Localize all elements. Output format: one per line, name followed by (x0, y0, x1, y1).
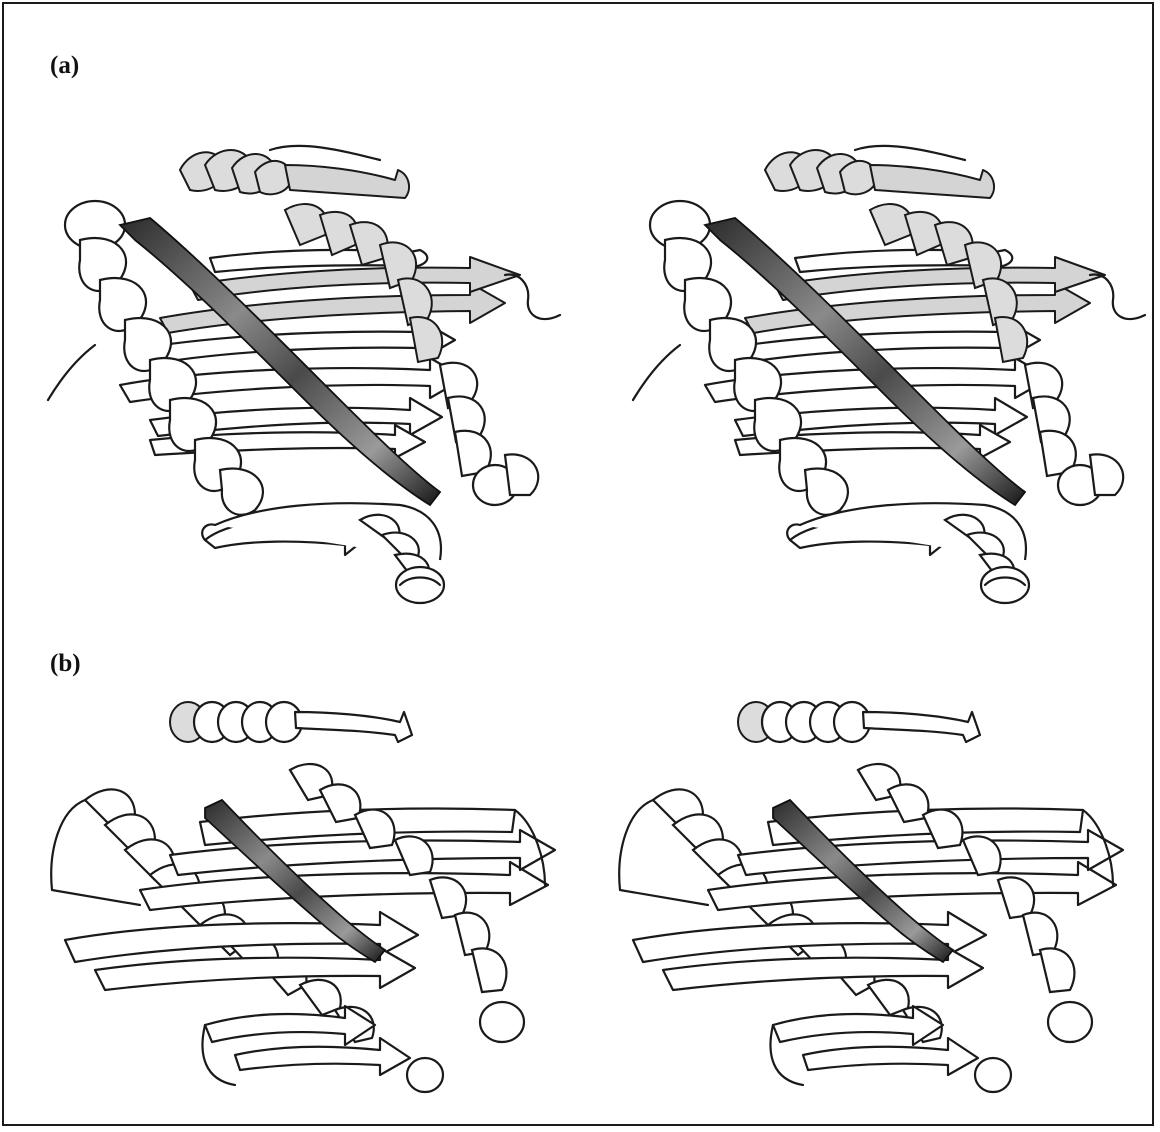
panel-b-left-view (51, 702, 555, 1092)
panel-a-left-view (48, 146, 560, 603)
panel-a-right-view (633, 146, 1145, 603)
panel-b-right-view (619, 702, 1123, 1092)
